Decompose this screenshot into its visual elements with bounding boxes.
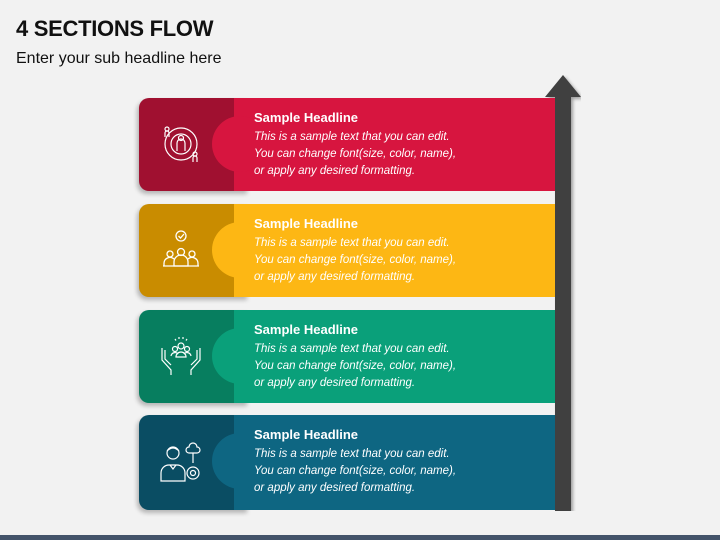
section-notch [212,116,268,172]
section-headline: Sample Headline [254,322,359,337]
section-headline: Sample Headline [254,110,359,125]
section-text: Sample Headline This is a sample text th… [254,216,456,286]
section-tab [139,98,249,191]
section-desc-line1: This is a sample text that you can edit. [254,237,450,249]
section-desc-line3: or apply any desired formatting. [254,482,416,494]
section-text: Sample Headline This is a sample text th… [254,322,456,392]
page-subtitle: Enter your sub headline here [16,50,222,67]
section-notch [212,328,268,384]
flow-section-2: Sample Headline This is a sample text th… [139,204,555,297]
flow-section-4: Sample Headline This is a sample text th… [139,415,555,510]
section-text: Sample Headline This is a sample text th… [254,427,456,497]
section-desc-line3: or apply any desired formatting. [254,377,416,389]
section-notch [212,222,268,278]
section-desc-line3: or apply any desired formatting. [254,271,416,283]
bottom-bar [0,535,720,540]
section-body [234,415,555,510]
section-desc-line2: You can change font(size, color, name), [254,148,457,160]
up-arrow-icon [545,75,581,511]
section-headline: Sample Headline [254,216,359,231]
section-desc-line1: This is a sample text that you can edit. [254,343,450,355]
section-body [234,204,555,297]
section-notch [212,433,268,489]
section-text: Sample Headline This is a sample text th… [254,110,456,180]
person-cycle-icon [164,126,198,162]
team-check-icon [163,230,199,267]
section-desc-line3: or apply any desired formatting. [254,165,416,177]
section-desc-line2: You can change font(size, color, name), [254,254,457,266]
hands-team-icon [161,337,201,375]
section-body [234,310,555,403]
section-desc-line2: You can change font(size, color, name), [254,360,457,372]
person-cloud-gear-icon [160,442,201,482]
page-title: 4 SECTIONS FLOW [16,16,214,41]
section-desc-line1: This is a sample text that you can edit. [254,131,450,143]
section-body [234,98,555,191]
section-desc-line2: You can change font(size, color, name), [254,465,457,477]
section-headline: Sample Headline [254,427,359,442]
section-desc-line1: This is a sample text that you can edit. [254,448,450,460]
flow-section-3: Sample Headline This is a sample text th… [139,310,555,403]
flow-section-1: Sample Headline This is a sample text th… [139,98,555,191]
